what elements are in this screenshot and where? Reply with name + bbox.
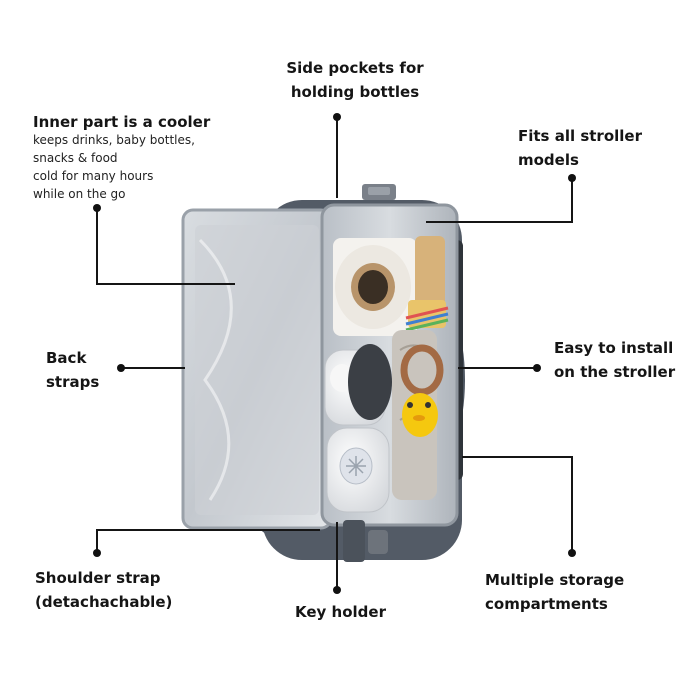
- side-pockets-line-2: holding bottles: [290, 83, 420, 101]
- multiple-storage-line-1: Multiple storage: [485, 571, 625, 589]
- callout-side-pockets: Side pockets for holding bottles: [265, 56, 445, 104]
- leader-shoulder-strap: [96, 529, 320, 553]
- inner-cooler-detail-1: keeps drinks, baby bottles,: [33, 133, 195, 147]
- shoulder-strap-line-2: (detachachable): [35, 593, 173, 611]
- fits-stroller-line-2: models: [518, 151, 579, 169]
- bottom-buckle: [368, 530, 388, 554]
- dot-fits-stroller: [568, 174, 576, 182]
- leader-fits-stroller: [426, 178, 573, 223]
- dot-back-straps: [117, 364, 125, 372]
- leader-inner-cooler: [96, 208, 235, 285]
- key-holder-line-1: Key holder: [295, 603, 386, 621]
- callout-inner-cooler-title: Inner part is a cooler: [33, 110, 210, 134]
- multiple-storage-line-2: compartments: [485, 595, 608, 613]
- inner-cooler-detail-3: cold for many hours: [33, 169, 154, 183]
- teether-ring: [400, 344, 444, 396]
- dot-inner-cooler: [93, 204, 101, 212]
- fits-stroller-line-1: Fits all stroller: [518, 127, 642, 145]
- back-straps-line-1: Back: [46, 349, 87, 367]
- dot-shoulder-strap: [93, 549, 101, 557]
- easy-install-line-2: on the stroller: [554, 363, 676, 381]
- callout-easy-install: Easy to install on the stroller: [554, 336, 675, 384]
- dot-side-pockets: [333, 113, 341, 121]
- dot-multiple-storage: [568, 549, 576, 557]
- easy-install-line-1: Easy to install: [554, 339, 674, 357]
- side-pockets-line-1: Side pockets for: [286, 59, 424, 77]
- callout-shoulder-strap: Shoulder strap (detachachable): [35, 566, 172, 614]
- back-straps-line-2: straps: [46, 373, 100, 391]
- dot-easy-install: [533, 364, 541, 372]
- shoulder-strap-line-1: Shoulder strap: [35, 569, 161, 587]
- dot-key-holder: [333, 586, 341, 594]
- callout-back-straps: Back straps: [46, 346, 99, 394]
- callout-key-holder: Key holder: [295, 600, 386, 624]
- leader-multiple-storage: [462, 456, 573, 553]
- inner-cooler-detail-2: snacks & food: [33, 151, 118, 165]
- inner-cooler-title: Inner part is a cooler: [33, 113, 211, 131]
- callout-inner-cooler-details: keeps drinks, baby bottles, snacks & foo…: [33, 131, 195, 203]
- callout-fits-stroller: Fits all stroller models: [518, 124, 642, 172]
- dark-pouch: [348, 344, 392, 420]
- bottom-strap: [343, 520, 365, 562]
- food-item: [415, 236, 445, 306]
- callout-multiple-storage: Multiple storage compartments: [485, 568, 624, 616]
- inner-cooler-detail-4: while on the go: [33, 187, 126, 201]
